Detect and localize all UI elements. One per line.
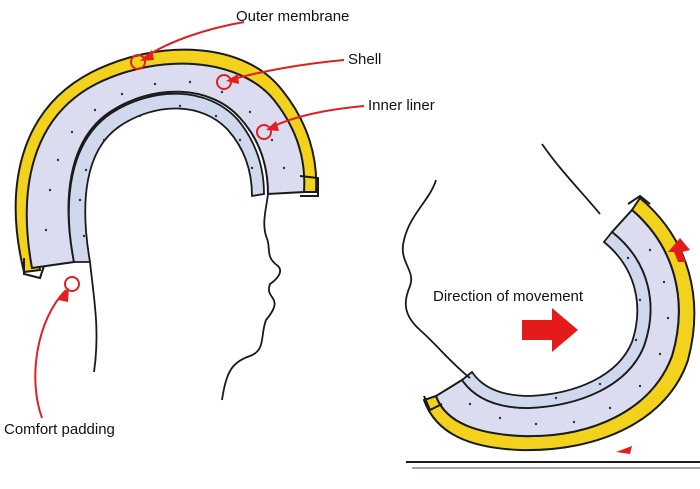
callout-arrowheads [58,50,279,302]
comfort-padding-label: Comfort padding [4,421,115,438]
outer-membrane-arrowhead [140,50,154,61]
outer-membrane-marker [130,54,146,70]
comfort-padding-leader [34,289,67,419]
helmet-cross-section-left [14,48,319,280]
left-edge-clip [23,258,45,280]
callout-leaders [34,21,365,419]
shell-leader [229,59,345,81]
inner-liner-label: Inner liner [368,97,435,114]
slip-arrow-bottom [616,446,632,454]
shell-label: Shell [348,51,382,68]
outer-membrane-label: Outer membrane [236,8,350,25]
inner-liner-marker [256,124,272,140]
slip-arrows [616,238,690,454]
outer-membrane-leader [143,21,245,59]
inner-liner-layer [25,62,306,270]
ground-surface [406,461,700,469]
comfort-padding-marker [64,276,80,292]
comfort-padding-arrowhead [58,288,69,302]
foam-texture [44,80,286,238]
comfort-padding-layer-right [460,230,652,409]
bottom-edge-clip-right [423,395,443,412]
helmet-cross-section-right [422,194,696,452]
shell-arrowhead [226,74,239,84]
inner-liner-arrowhead [266,121,279,131]
direction-of-movement-label: Direction of movement [433,288,584,305]
face-profile-right [401,143,601,379]
top-edge-clip-right [627,194,651,205]
slip-arrow-top [668,238,690,262]
right-arrow-icon [522,308,578,352]
neck-line-left [89,261,98,373]
foam-texture-right [468,248,670,426]
comfort-padding-layer [67,92,265,263]
face-profile-left [221,193,282,401]
right-edge-clip [299,175,319,197]
